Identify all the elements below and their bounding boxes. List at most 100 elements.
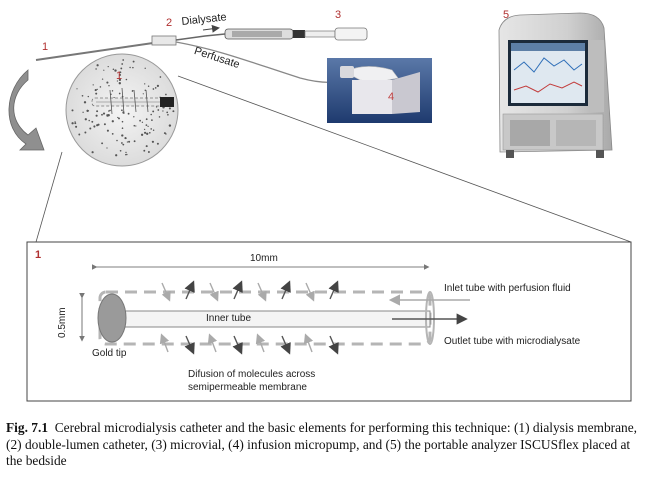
tissue-dot — [75, 125, 78, 128]
caption-text: Cerebral microdialysis catheter and the … — [6, 420, 638, 468]
tissue-dot — [102, 112, 106, 115]
tissue-dot — [151, 119, 153, 121]
tissue-dot — [111, 90, 114, 92]
tissue-dot — [101, 142, 104, 145]
tissue-dot — [163, 106, 165, 109]
tissue-dot — [132, 60, 135, 63]
tissue-dot — [143, 128, 146, 131]
leader-left — [35, 151, 63, 243]
diffusion-label-line1: Difusion of molecules across — [188, 369, 316, 380]
tissue-dot — [116, 80, 119, 82]
tissue-dot — [101, 78, 104, 80]
diffusion-arrow — [280, 280, 291, 300]
tissue-dot — [148, 131, 151, 134]
tissue-dot — [158, 116, 161, 118]
diffusion-arrow — [328, 335, 339, 355]
panel-number: 1 — [35, 249, 42, 261]
tissue-dot — [166, 111, 169, 114]
diffusion-arrow — [209, 282, 219, 302]
tissue-dot — [119, 149, 122, 152]
tissue-dot — [118, 117, 120, 120]
tissue-dot — [84, 118, 87, 121]
tissue-dot — [109, 109, 111, 112]
length-label: 10mm — [250, 253, 278, 264]
tissue-dot — [142, 93, 144, 95]
tissue-dot — [150, 113, 153, 116]
tissue-dot — [122, 143, 125, 146]
tissue-dot — [126, 141, 129, 143]
diffusion-arrow — [232, 280, 243, 300]
tissue-dot — [107, 65, 109, 68]
tissue-dot — [165, 133, 167, 135]
tissue-dot — [103, 123, 106, 126]
diffusion-arrows — [159, 280, 339, 355]
tissue-dot — [125, 78, 128, 81]
inset-label-1: 1 — [116, 70, 123, 82]
tissue-dot — [86, 109, 89, 112]
tissue-dot — [157, 109, 160, 111]
tissue-dot — [121, 127, 124, 129]
tissue-dot — [95, 92, 98, 95]
tissue-dot — [88, 119, 90, 122]
tissue-dot — [132, 66, 134, 69]
diffusion-label-line2: semipermeable membrane — [188, 382, 307, 393]
tissue-dot — [95, 68, 97, 70]
diffusion-arrow — [161, 282, 171, 302]
tissue-dot — [150, 128, 153, 130]
probe — [35, 35, 177, 61]
tissue-dot — [115, 154, 118, 157]
label-5-analyzer: 5 — [503, 9, 510, 21]
tissue-dot — [96, 88, 98, 91]
tissue-dot — [106, 81, 109, 84]
diffusion-arrow — [232, 335, 243, 355]
tissue-dot — [133, 124, 136, 127]
diameter-label: 0.5mm — [57, 307, 68, 338]
curved-arrow — [8, 69, 45, 151]
tissue-dot — [129, 66, 131, 69]
tissue-dot — [74, 121, 76, 123]
tissue-dot — [118, 92, 121, 95]
tissue-dot — [168, 107, 171, 110]
label-4-micropump: 4 — [388, 91, 395, 103]
tissue-dot — [119, 73, 122, 76]
tissue-dot — [159, 76, 162, 78]
tissue-dot — [146, 132, 149, 135]
diffusion-arrow — [280, 335, 291, 355]
tissue-dot — [71, 109, 74, 112]
tissue-dot — [121, 134, 124, 137]
tissue-dot — [106, 129, 109, 132]
tissue-dot — [120, 67, 123, 70]
analyzer-device — [498, 12, 613, 158]
tissue-dot — [172, 110, 175, 113]
tissue-dot — [116, 139, 118, 142]
inner-tube-label: Inner tube — [206, 313, 252, 324]
microvial — [224, 27, 368, 41]
tissue-dot — [107, 114, 110, 117]
gold-tip-label: Gold tip — [92, 348, 127, 359]
tissue-dot — [168, 124, 172, 127]
tissue-dot — [112, 68, 115, 71]
tissue-dot — [155, 106, 158, 108]
tissue-dot — [111, 120, 114, 123]
tissue-dot — [145, 118, 148, 121]
diffusion-arrow — [305, 282, 315, 302]
tissue-dot — [91, 151, 94, 154]
tissue-dot — [119, 71, 122, 74]
tissue-dot — [135, 125, 137, 127]
tissue-dot — [131, 89, 134, 92]
caption-label: Fig. 7.1 — [6, 420, 49, 435]
tissue-dot — [99, 86, 102, 88]
tissue-dot — [103, 69, 105, 71]
inlet-label: Inlet tube with perfusion fluid — [444, 283, 571, 294]
outlet-label: Outlet tube with microdialysate — [444, 336, 581, 347]
tissue-dot — [165, 93, 167, 96]
tissue-dot — [122, 59, 125, 61]
diffusion-arrow — [328, 280, 339, 300]
tissue-dot — [152, 110, 155, 113]
figure-illustration — [8, 12, 632, 402]
tissue-dot — [84, 131, 87, 134]
tissue-dot — [145, 124, 148, 126]
tissue-dot — [156, 142, 159, 145]
tissue-dot — [96, 110, 99, 113]
tissue-dot — [126, 153, 128, 156]
